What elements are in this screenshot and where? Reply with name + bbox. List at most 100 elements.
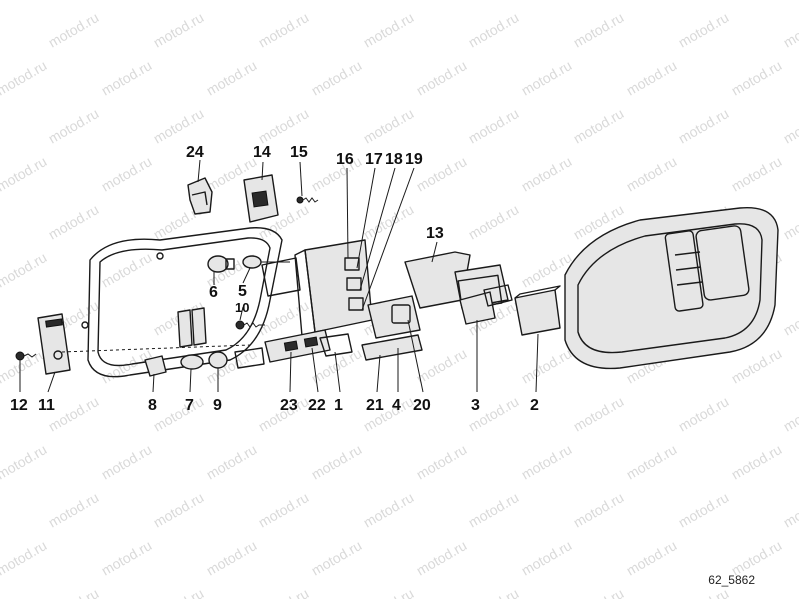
callout-4: 4 bbox=[392, 397, 401, 414]
assembly-guide-line bbox=[61, 344, 251, 353]
watermark-text: motod.ru bbox=[204, 57, 260, 98]
watermark-text: motod.ru bbox=[0, 537, 49, 578]
watermark-text: motod.ru bbox=[676, 105, 732, 146]
watermark-text: motod.ru bbox=[151, 393, 207, 434]
watermark-text: motod.ru bbox=[676, 9, 732, 50]
callout-20: 20 bbox=[413, 397, 431, 414]
callout-3: 3 bbox=[471, 397, 480, 414]
watermark-text: motod.ru bbox=[99, 537, 155, 578]
watermark-text: motod.ru bbox=[466, 489, 522, 530]
callout-11: 11 bbox=[38, 397, 55, 414]
watermark-text: motod.ru bbox=[466, 585, 522, 599]
watermark-text: motod.ru bbox=[46, 489, 102, 530]
watermark-text: motod.ru bbox=[99, 0, 155, 3]
watermark-text: motod.ru bbox=[571, 489, 627, 530]
watermark-text: motod.ru bbox=[624, 537, 680, 578]
watermark-text: motod.ru bbox=[256, 297, 312, 338]
callout-13: 13 bbox=[426, 225, 444, 242]
watermark-text: motod.ru bbox=[99, 153, 155, 194]
watermark-text: motod.ru bbox=[414, 345, 470, 386]
watermark-text: motod.ru bbox=[151, 9, 207, 50]
watermark-text: motod.ru bbox=[571, 9, 627, 50]
callout-6: 6 bbox=[209, 284, 218, 301]
watermark-text: motod.ru bbox=[624, 441, 680, 482]
watermark-text: motod.ru bbox=[0, 249, 49, 290]
callout-18: 18 bbox=[385, 151, 403, 168]
watermark-text: motod.ru bbox=[46, 105, 102, 146]
part-11-cover bbox=[37, 313, 71, 375]
callout-22: 22 bbox=[308, 397, 326, 414]
callout-17: 17 bbox=[365, 151, 383, 168]
leader-lines bbox=[19, 159, 539, 393]
watermark-text: motod.ru bbox=[204, 441, 260, 482]
watermark-text: motod.ru bbox=[309, 537, 365, 578]
callout-19: 19 bbox=[405, 151, 423, 168]
watermark-text: motod.ru bbox=[46, 201, 102, 242]
watermark-text: motod.ru bbox=[519, 537, 575, 578]
figure-id: 62_5862 bbox=[708, 573, 755, 587]
callout-23: 23 bbox=[280, 397, 298, 414]
watermark-text: motod.ru bbox=[309, 0, 365, 3]
part-7-bulb bbox=[180, 354, 204, 370]
part-10-screw bbox=[235, 320, 265, 330]
watermark-text: motod.ru bbox=[414, 57, 470, 98]
watermark-text: motod.ru bbox=[466, 9, 522, 50]
watermark-text: motod.ru bbox=[729, 345, 785, 386]
watermark-text: motod.ru bbox=[256, 9, 312, 50]
callout-labels: 24 14 15 16 17 18 19 13 6 5 10 12 11 8 7… bbox=[10, 144, 539, 414]
part-5-bulb bbox=[242, 255, 290, 269]
watermark-text: motod.ru bbox=[519, 57, 575, 98]
watermark-text: motod.ru bbox=[571, 105, 627, 146]
watermark-text: motod.ru bbox=[781, 393, 799, 434]
watermark-text: motod.ru bbox=[466, 201, 522, 242]
watermark-text: motod.ru bbox=[151, 489, 207, 530]
watermark-text: motod.ru bbox=[519, 441, 575, 482]
watermark-text: motod.ru bbox=[781, 585, 799, 599]
part-3-connector bbox=[459, 284, 513, 325]
part-2-module bbox=[514, 285, 561, 336]
watermark-text: motod.ru bbox=[0, 345, 49, 386]
callout-7: 7 bbox=[185, 397, 194, 414]
watermark-text: motod.ru bbox=[729, 57, 785, 98]
watermark-text: motod.ru bbox=[361, 201, 417, 242]
watermark-text: motod.ru bbox=[99, 57, 155, 98]
callout-15: 15 bbox=[290, 144, 308, 161]
watermark-text: motod.ru bbox=[781, 105, 799, 146]
part-23-22-lamp-holder bbox=[234, 329, 331, 369]
callout-21: 21 bbox=[366, 397, 384, 414]
callout-12: 12 bbox=[10, 397, 28, 414]
watermark-text: motod.ru bbox=[781, 489, 799, 530]
part-8-socket bbox=[144, 355, 167, 377]
mirror-bezel-right bbox=[564, 206, 779, 370]
callout-14: 14 bbox=[253, 144, 271, 161]
watermark-text: motod.ru bbox=[256, 105, 312, 146]
watermark-text: motod.ru bbox=[571, 585, 627, 599]
watermark-text: motod.ru bbox=[624, 57, 680, 98]
watermark-text: motod.ru bbox=[256, 489, 312, 530]
watermark-text: motod.ru bbox=[676, 489, 732, 530]
watermark-text: motod.ru bbox=[414, 441, 470, 482]
watermark-text: motod.ru bbox=[519, 0, 575, 3]
part-24-clip bbox=[187, 177, 213, 215]
watermark-text: motod.ru bbox=[781, 9, 799, 50]
watermark-text: motod.ru bbox=[466, 105, 522, 146]
callout-9: 9 bbox=[213, 397, 222, 414]
watermark-text: motod.ru bbox=[729, 441, 785, 482]
part-20-switch-block bbox=[361, 295, 423, 361]
watermark-text: motod.ru bbox=[414, 537, 470, 578]
callout-8: 8 bbox=[148, 397, 157, 414]
watermark-text: motod.ru bbox=[729, 153, 785, 194]
watermark-text: motod.ru bbox=[781, 201, 799, 242]
callout-1: 1 bbox=[334, 397, 343, 414]
part-6-bulb bbox=[207, 255, 235, 273]
part-14-gasket bbox=[243, 174, 279, 223]
part-13-circuit-board bbox=[404, 251, 509, 310]
watermark-text: motod.ru bbox=[676, 393, 732, 434]
watermark-text: motod.ru bbox=[361, 105, 417, 146]
watermark-text: motod.ru bbox=[0, 153, 49, 194]
watermark-text: motod.ru bbox=[204, 537, 260, 578]
callout-2: 2 bbox=[530, 397, 539, 414]
callout-24: 24 bbox=[186, 144, 204, 161]
watermark-text: motod.ru bbox=[361, 489, 417, 530]
